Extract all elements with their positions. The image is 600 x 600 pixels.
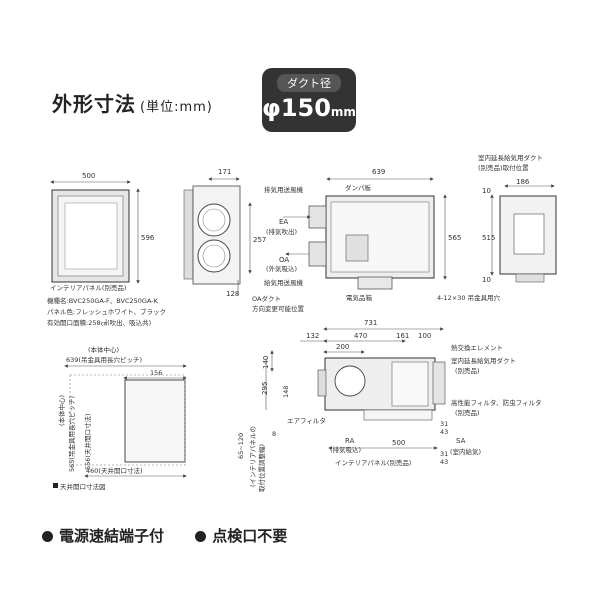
end-title-2: (別売品)取付位置 <box>478 163 529 172</box>
front-dim-65-120: 65~120 <box>237 433 245 459</box>
duct-value-number: φ150 <box>262 94 331 122</box>
front-dim-31b: 31 <box>440 450 448 458</box>
front-dim-470: 470 <box>354 332 367 340</box>
top-dim-639: 639 <box>372 168 385 176</box>
ceiling-caption: 天井開口寸法図 <box>60 482 106 491</box>
panel-color-line: パネル色:フレッシュホワイト、ブラック <box>47 307 166 316</box>
front-view: 731 132 470 161 100 200 140 295 148 65~1… <box>237 319 542 492</box>
front-dim-295: 295 <box>261 382 269 395</box>
page-title: 外形寸法 (単位:mm) <box>52 88 213 117</box>
panel-area-line: 有効開口面積:258㎠(吹出、吸込共) <box>47 318 151 327</box>
feature-power-terminal: 電源速結端子付 <box>42 527 164 545</box>
front-dim-43b: 43 <box>440 458 448 466</box>
front-dim-148: 148 <box>282 386 290 398</box>
ceiling-dim-556: 556(天井開口寸法) <box>83 414 92 470</box>
front-dim-161: 161 <box>396 332 409 340</box>
duct-value: φ150mm <box>262 94 356 122</box>
end-dim-10b: 10 <box>482 276 491 284</box>
ceiling-center-note-v: (本体中心) <box>57 395 66 426</box>
feature-list: 電源速結端子付 点検口不要 <box>42 525 313 546</box>
sa-label: SA <box>456 437 466 445</box>
end-title-1: 室内延長給気用ダクト <box>478 153 543 162</box>
label-ext-duct-1: 室内延長給気用ダクト <box>451 356 516 365</box>
label-supply-fan: 給気用送風機 <box>264 278 304 287</box>
end-dim-186: 186 <box>516 178 530 186</box>
front-dim-731: 731 <box>364 319 377 327</box>
front-dim-43a: 43 <box>440 428 448 436</box>
top-dim-565: 565 <box>448 234 461 242</box>
panel-view: 500 596 インテリアパネル(別売品) 機種名:BVC250GA-F、BVC… <box>47 172 166 327</box>
label-hp-filter-2: (別売品) <box>455 408 480 417</box>
ceiling-dim-156: 156 <box>150 369 162 377</box>
label-hanging-holes: 4-12×30 吊金具用穴 <box>437 293 501 302</box>
duct-value-unit: mm <box>330 105 356 119</box>
end-dim-10a: 10 <box>482 187 491 195</box>
title-text: 外形寸法 <box>52 92 136 116</box>
label-damper: ダンパ板 <box>345 183 372 192</box>
sa-desc: (室内給気) <box>450 447 481 456</box>
label-electrical-box: 電気品箱 <box>346 293 373 302</box>
ra-label: RA <box>345 437 355 445</box>
front-dim-8: 8 <box>272 430 276 438</box>
oa-desc: (外気吸込) <box>266 264 297 273</box>
bullet-icon <box>42 531 53 542</box>
side-dim-128: 128 <box>226 290 239 298</box>
panel-pos-note-1: (インテリアパネルの <box>249 426 257 487</box>
ea-label: EA <box>279 218 288 226</box>
ea-desc: (排気吹出) <box>266 227 297 236</box>
panel-pos-note-2: 取付位置調整幅) <box>257 444 266 492</box>
ra-desc: (排気吸込) <box>330 445 361 454</box>
feature-2-text: 点検口不要 <box>212 527 288 545</box>
side-dim-257: 257 <box>253 236 266 244</box>
front-dim-31a: 31 <box>440 420 448 428</box>
duct-diameter-badge: ダクト径 φ150mm <box>262 68 356 132</box>
panel-caption: インテリアパネル(別売品) <box>50 283 126 292</box>
end-dim-515: 515 <box>482 234 495 242</box>
oa-duct-note-2: 方向変更可能位置 <box>252 304 305 313</box>
oa-label: OA <box>279 256 289 264</box>
top-view: 639 565 排気用送風機 ダンパ板 EA (排気吹出) OA (外気吸込) … <box>252 168 501 313</box>
label-interior-panel: インテリアパネル(別売品) <box>335 458 411 467</box>
front-dim-132: 132 <box>306 332 319 340</box>
ceiling-view: (本体中心) 639(吊金具用長穴ピッチ) 156 (本体中心) 565(吊金具… <box>53 345 187 491</box>
front-dim-500: 500 <box>392 439 405 447</box>
panel-width-dim: 500 <box>82 172 95 180</box>
label-exhaust-fan: 排気用送風機 <box>264 185 304 194</box>
label-hp-filter-1: 高性能フィルタ、防虫フィルタ <box>451 398 542 407</box>
panel-height-dim: 596 <box>141 234 155 242</box>
oa-duct-note-1: OAダクト <box>252 294 281 303</box>
ceiling-dim-460: 460(天井開口寸法) <box>86 466 142 475</box>
bullet-icon <box>195 531 207 542</box>
front-dim-200: 200 <box>336 343 349 351</box>
ceiling-dim-639: 639(吊金具用長穴ピッチ) <box>66 355 142 364</box>
label-air-filter: エアフィルタ <box>287 416 326 425</box>
front-dim-100: 100 <box>418 332 431 340</box>
feature-1-text: 電源速結端子付 <box>59 527 165 545</box>
duct-label: ダクト径 <box>277 74 341 92</box>
label-heat-element: 熱交換エレメント <box>451 343 503 352</box>
ceiling-center-note: (本体中心) <box>88 345 119 354</box>
side-view: 171 257 128 <box>183 168 266 298</box>
label-ext-duct-2: (別売品) <box>455 366 480 375</box>
panel-model-line: 機種名:BVC250GA-F、BVC250GA-K <box>47 296 159 305</box>
unit-text: (単位:mm) <box>140 100 213 115</box>
end-view: 室内延長給気用ダクト (別売品)取付位置 186 10 515 10 <box>478 153 557 284</box>
side-dim-171: 171 <box>218 168 231 176</box>
ceiling-dim-565: 565(吊金具用長穴ピッチ) <box>67 396 76 472</box>
feature-no-inspection: 点検口不要 <box>195 527 287 545</box>
